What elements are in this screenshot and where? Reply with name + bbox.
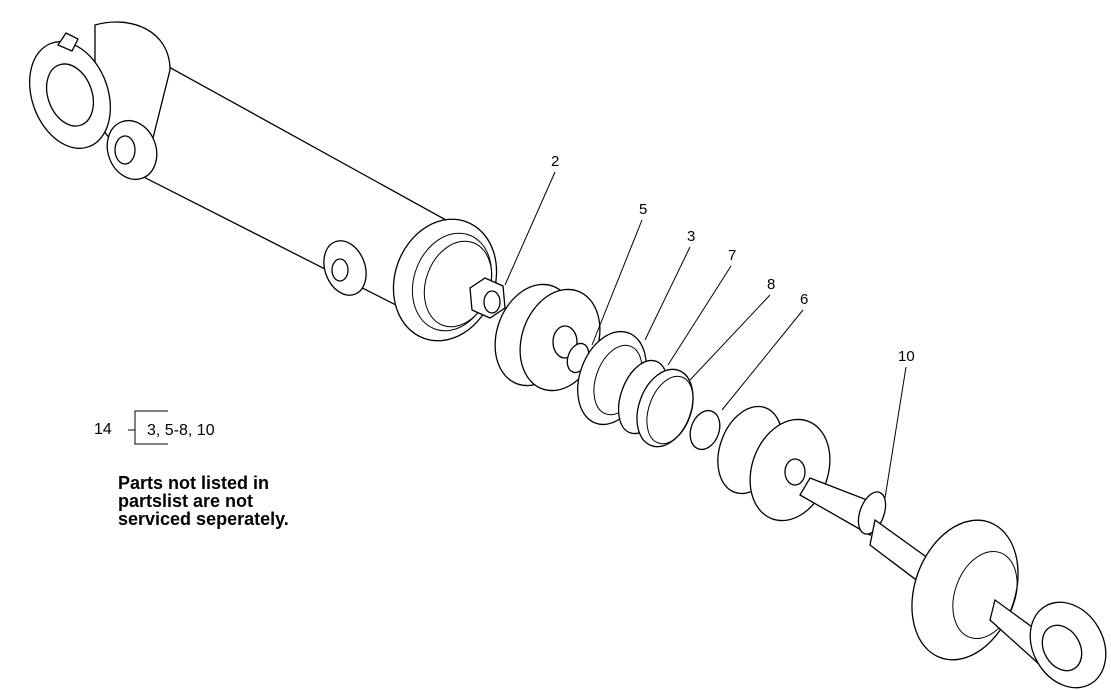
leader-2 <box>504 171 556 286</box>
callout-6: 6 <box>800 291 808 308</box>
callout-7: 7 <box>728 247 736 264</box>
rod-seal <box>689 409 721 451</box>
kit-bracket <box>128 410 168 445</box>
leader-5 <box>591 219 643 346</box>
gland <box>717 405 831 522</box>
leader-10 <box>884 366 907 499</box>
callout-3: 3 <box>687 228 695 245</box>
leader-7 <box>667 265 732 366</box>
callout-5: 5 <box>639 201 647 218</box>
cylinder-barrel <box>28 21 498 342</box>
nut <box>469 277 506 319</box>
note-line: serviced seperately. <box>118 509 289 529</box>
leader-3 <box>644 246 691 341</box>
callout-8: 8 <box>767 276 775 293</box>
kit-number: 14 <box>94 421 112 438</box>
leader-6 <box>721 309 804 411</box>
callout-2: 2 <box>551 153 559 170</box>
rod-clevis <box>911 519 1107 689</box>
leader-8 <box>689 294 771 381</box>
service-note: Parts not listed in partslist are not se… <box>118 474 289 528</box>
note-line: Parts not listed in <box>118 473 270 493</box>
wear-ring <box>636 368 694 448</box>
note-line: partslist are not <box>118 491 254 511</box>
callout-10: 10 <box>898 348 915 365</box>
kit-parts-list: 3, 5-8, 10 <box>147 422 215 439</box>
